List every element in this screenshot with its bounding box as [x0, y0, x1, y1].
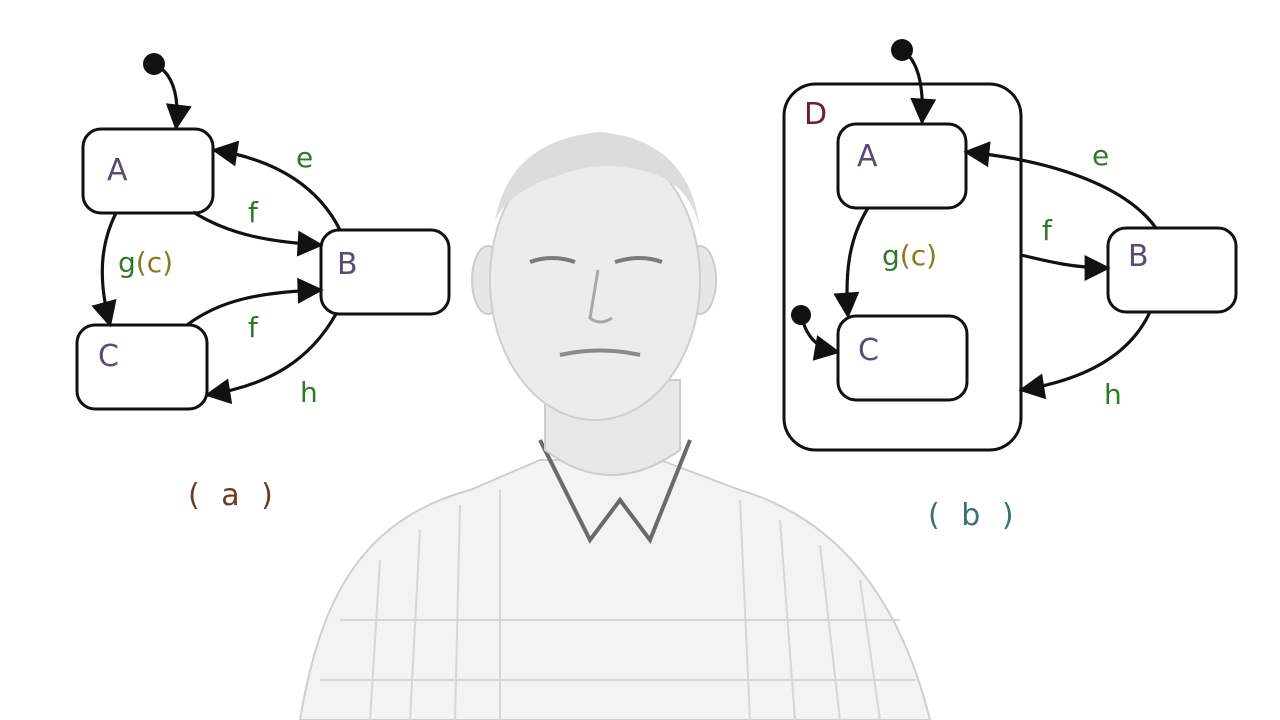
event-label-e: e: [1092, 139, 1109, 172]
state-b-outer: B: [1106, 226, 1238, 314]
state-a-label: A: [107, 153, 128, 188]
initial-transition-arrow-top: [901, 48, 937, 125]
initial-transition-arrow-inner: [799, 314, 841, 361]
event-label-h: h: [300, 376, 318, 409]
diagram-a: A B C e f f h g(c) ( a ): [75, 53, 451, 513]
caption-b: ( b ): [928, 498, 1020, 533]
person-icon: [298, 132, 932, 720]
transition-b-to-c-h: [204, 313, 338, 405]
transition-b-to-d-h: [1018, 311, 1152, 400]
transition-d-to-b-f: [1020, 253, 1111, 281]
guard-close: ): [162, 246, 173, 279]
transition-c-to-b-f: [186, 277, 324, 327]
state-b-outer-label: B: [1128, 239, 1149, 274]
state-c-label: C: [98, 339, 119, 374]
event-label-h: h: [1104, 378, 1122, 411]
state-a: A: [81, 127, 215, 215]
state-b: B: [319, 228, 451, 316]
transition-a-to-c-g: [833, 207, 870, 319]
state-b-label: B: [337, 247, 358, 282]
guard-open: (: [136, 246, 147, 279]
state-c-nested: C: [836, 314, 969, 402]
guard-event: g: [118, 246, 136, 279]
guard-event: g: [882, 239, 900, 272]
guard-open: (: [900, 239, 911, 272]
guard-close: ): [926, 239, 937, 272]
presenter: [298, 132, 932, 720]
diagram-b: D A C B e f h g(c) ( b ): [782, 39, 1238, 533]
transition-b-to-a-e: [211, 140, 342, 231]
event-label-f-top: f: [248, 196, 259, 229]
caption-a: ( a ): [188, 478, 279, 513]
superstate-d-label: D: [804, 97, 827, 132]
state-c: C: [75, 323, 209, 411]
guard-label-g-c: g(c): [882, 239, 937, 272]
state-c-nested-label: C: [858, 333, 879, 368]
transition-a-to-b-f: [192, 210, 324, 257]
initial-transition-arrow: [153, 62, 192, 131]
transition-a-to-c-g: [91, 212, 118, 328]
state-a-nested: A: [836, 122, 968, 210]
guard-condition: c: [911, 239, 926, 272]
event-label-e: e: [296, 141, 313, 174]
event-label-f: f: [1042, 214, 1053, 247]
event-label-f-bottom: f: [248, 311, 259, 344]
guard-condition: c: [147, 246, 162, 279]
state-a-nested-label: A: [857, 139, 878, 174]
transition-b-to-a-e: [963, 141, 1158, 229]
guard-label-g-c: g(c): [118, 246, 173, 279]
